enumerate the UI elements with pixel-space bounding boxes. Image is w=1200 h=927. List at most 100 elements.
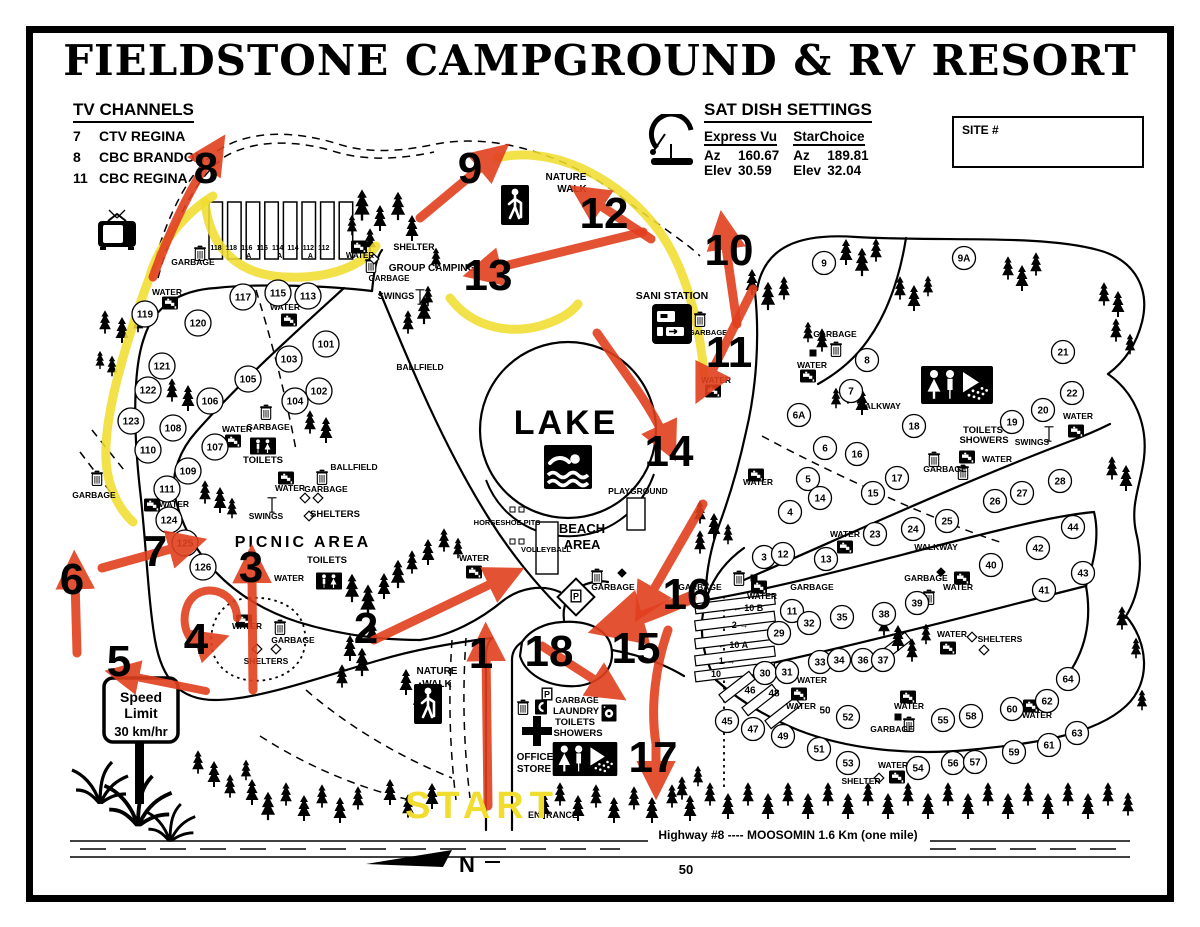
site-circle: [196, 387, 224, 415]
site-circle: [905, 755, 931, 781]
site-circle: [806, 736, 832, 762]
map-label: GARBAGE: [923, 464, 967, 474]
route-arrow: [55, 549, 96, 658]
site-number: 103: [281, 355, 298, 366]
map-label: WATER: [346, 251, 375, 260]
site-number: 123: [123, 417, 140, 428]
pullthrough-slot: [245, 201, 261, 260]
map-label: WATER: [786, 701, 816, 711]
tree-icon: [319, 417, 333, 443]
site-number: 43: [1077, 569, 1089, 580]
site-number: 30: [759, 669, 771, 680]
site-circle: [812, 435, 838, 461]
sq-icon: [894, 713, 902, 721]
site-circle: [962, 749, 988, 775]
map-label: SANI STATION: [636, 290, 709, 302]
site-number: 33: [814, 658, 826, 669]
az-label: Az: [704, 148, 721, 163]
tree-icon: [333, 797, 347, 823]
trail: [463, 637, 471, 799]
map-label: WATER: [1022, 710, 1052, 720]
speed-sign-text: Speed: [120, 689, 162, 705]
site-circle: [714, 708, 740, 734]
site-circle: [958, 703, 984, 729]
tree-icon: [399, 669, 413, 695]
tree-icon: [1124, 333, 1136, 355]
tree-icon: [822, 782, 834, 806]
site-number: 104: [287, 397, 304, 408]
site-circle: [777, 499, 803, 525]
route-marker-6: 6: [60, 555, 84, 604]
speed-sign-pole: [135, 742, 144, 804]
tree-icon: [802, 321, 814, 343]
site-number: 55: [937, 716, 949, 727]
tree-icon: [199, 480, 211, 504]
sat-dish-heading: SAT DISH SETTINGS: [704, 100, 872, 123]
route-arrow: [97, 530, 208, 573]
map-label: OFFICE: [517, 752, 554, 763]
site-number: 52: [842, 713, 854, 724]
tree-icon: [961, 793, 975, 819]
tree-icon: [902, 782, 914, 806]
trail: [305, 689, 453, 779]
map-label: TOILETS: [307, 555, 347, 566]
site-circle: [854, 347, 880, 373]
tap-icon: [466, 565, 482, 579]
tap-icon: [1068, 424, 1084, 438]
tree-icon: [1041, 793, 1055, 819]
map-label: SWINGS: [249, 511, 284, 521]
site-number: 37: [877, 656, 889, 667]
site-circle: [229, 283, 257, 311]
site-number: 20: [1037, 406, 1049, 417]
road: [214, 284, 374, 293]
site-circle: [786, 402, 812, 428]
site-number: 117: [235, 293, 252, 304]
tree-icon: [297, 795, 311, 821]
tree-icon: [421, 539, 435, 565]
site-circle: [281, 387, 309, 415]
site-number: 61: [1043, 741, 1055, 752]
laundry-icon: [601, 704, 617, 722]
trash-icon: [693, 311, 707, 327]
site-number: 48: [768, 689, 780, 700]
site-number: 106: [202, 397, 219, 408]
site-number: 31: [781, 668, 793, 679]
tree-icon: [801, 793, 815, 819]
road: [755, 235, 1146, 376]
tree-icon: [1122, 792, 1134, 816]
site-circle: [117, 407, 145, 435]
map-border-frame: [26, 26, 1174, 902]
map-label: AREA: [564, 537, 601, 552]
tv-icon: [97, 209, 137, 251]
tree-icon: [1136, 689, 1148, 711]
route-marker-7: 7: [143, 527, 167, 576]
site-number: 11: [787, 607, 798, 618]
site-number: 105: [240, 375, 257, 386]
site-number-label: SITE #: [962, 123, 999, 137]
site-number: 32: [803, 619, 815, 630]
pullthrough-row: [694, 645, 776, 667]
map-label: WATER: [222, 424, 252, 434]
site-circle: [835, 704, 861, 730]
site-circle: [978, 552, 1004, 578]
site-number: 22: [1066, 389, 1078, 400]
hiker-icon: [414, 684, 442, 724]
tree-icon: [982, 782, 994, 806]
route-marker-15: 15: [612, 624, 661, 673]
site-number: 64: [1062, 675, 1074, 686]
site-circle: [844, 441, 870, 467]
tree-icon: [683, 795, 697, 821]
site-number: 102: [311, 387, 328, 398]
tree-icon: [1062, 782, 1074, 806]
site-number: 9A: [958, 254, 971, 265]
tree-icon: [666, 784, 678, 808]
highlighted-path: [492, 150, 709, 379]
tv-channel-name: CTV REGINA: [99, 128, 186, 144]
tv-channel-number: 11: [73, 170, 88, 186]
tree-icon: [438, 528, 450, 552]
tree-icon: [839, 239, 853, 265]
pullthrough-slot: [264, 201, 280, 260]
site-numbers-layer: 1011021031041051061071081091101111131151…: [117, 245, 1096, 781]
